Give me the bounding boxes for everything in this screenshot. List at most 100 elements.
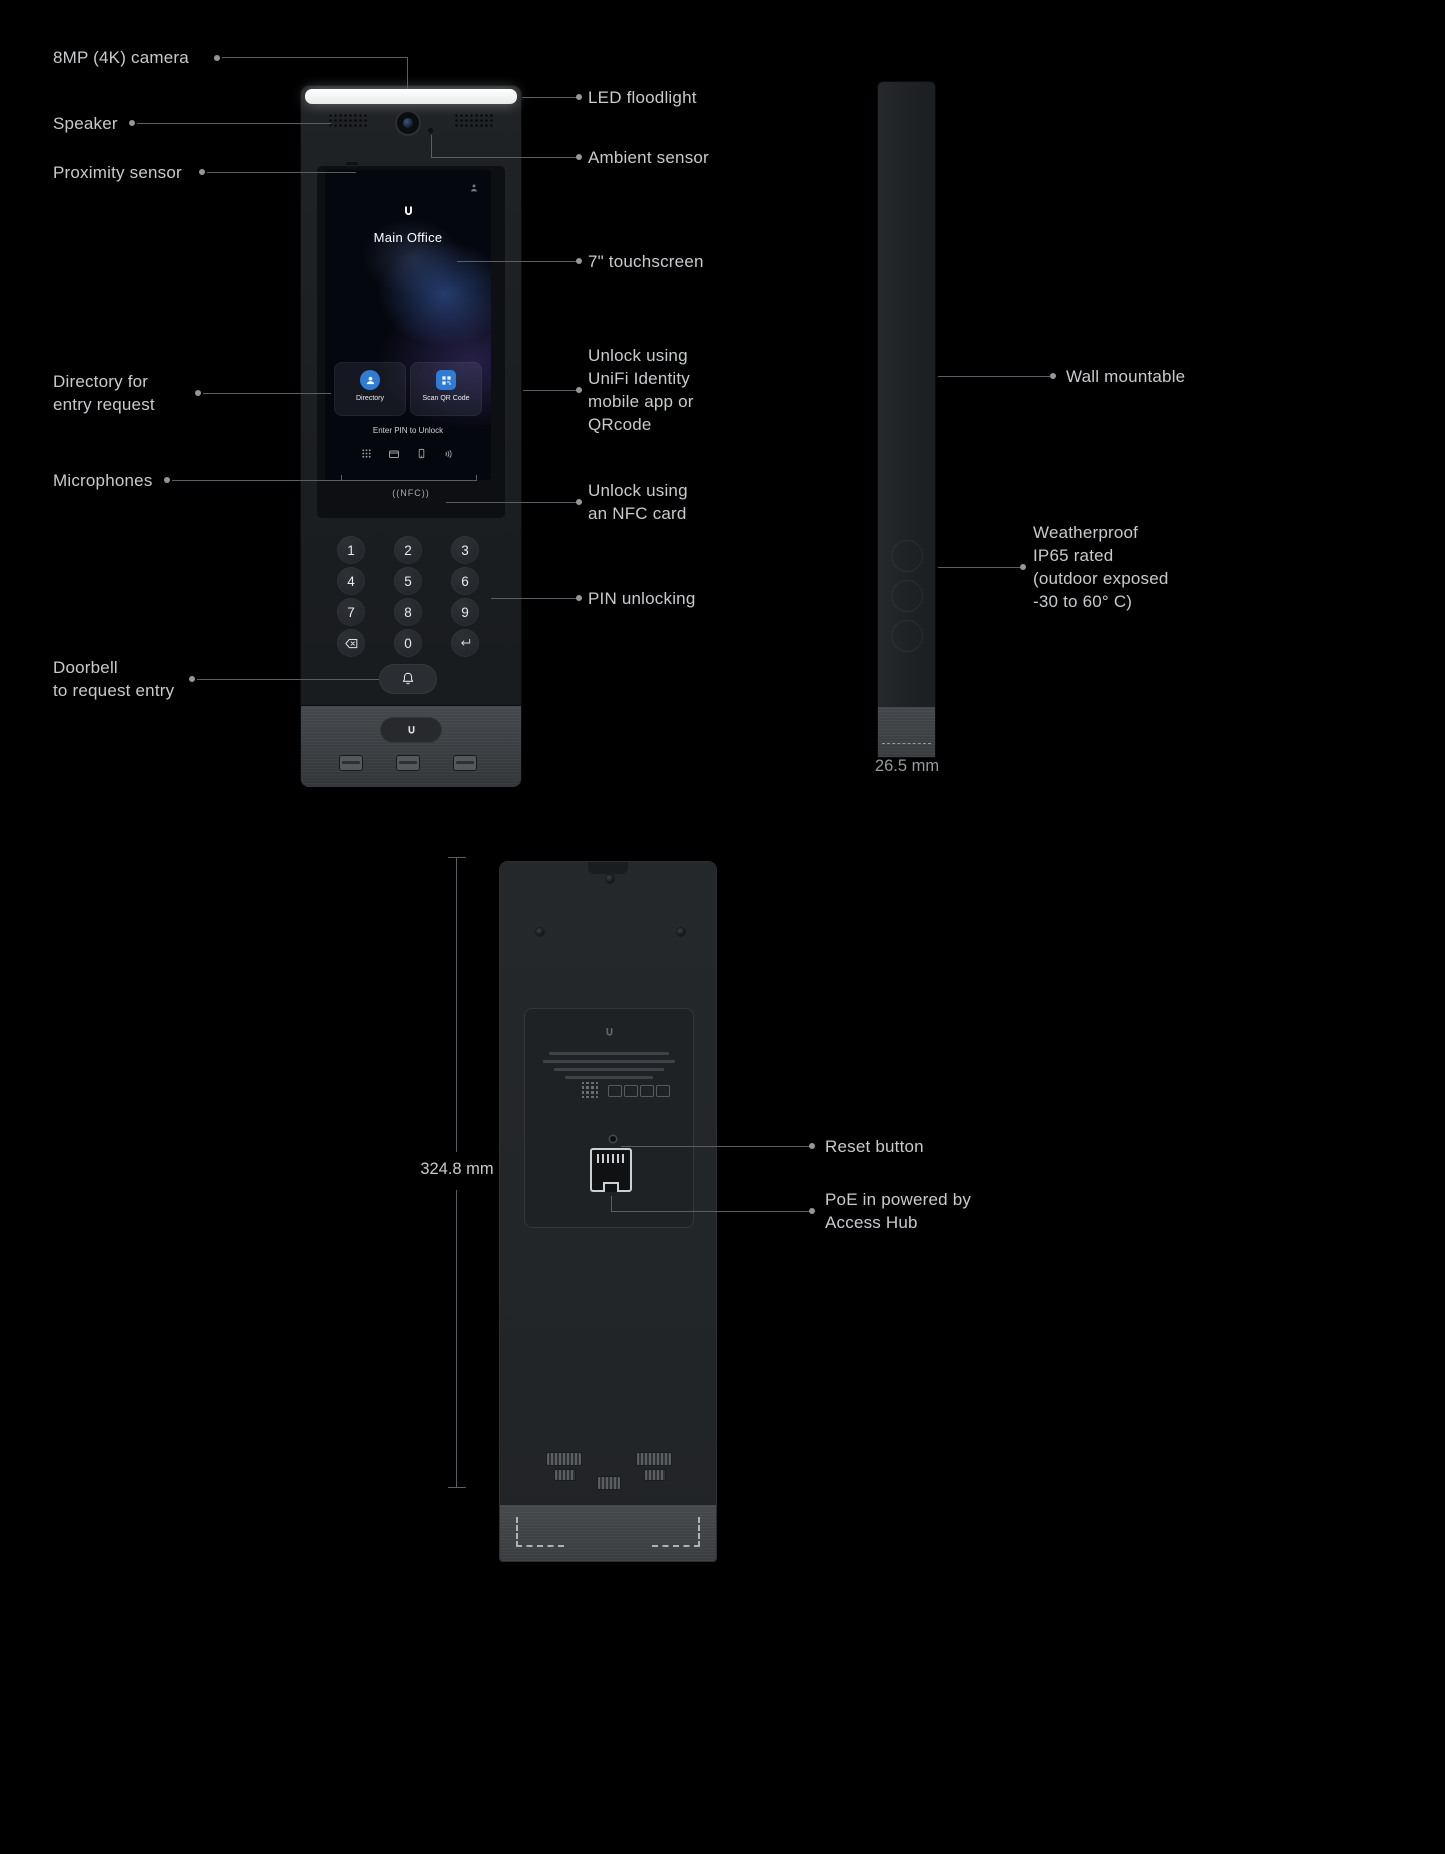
callout-label-proximity-sensor: Proximity sensor [53, 163, 182, 182]
poe-ethernet-port[interactable] [590, 1148, 632, 1192]
label-text-line [565, 1076, 653, 1079]
key-5[interactable]: 5 [394, 567, 422, 595]
qr-code [582, 1082, 598, 1098]
back-top-notch [588, 862, 628, 874]
bell-icon [402, 672, 414, 685]
dimension-line [456, 858, 457, 1152]
screw [677, 928, 685, 936]
intercom-front-view: Main Office Directory Scan QR Code [301, 86, 521, 787]
unifi-button[interactable] [380, 717, 442, 743]
key-6[interactable]: 6 [451, 567, 479, 595]
ethernet-latch-slot [603, 1182, 619, 1192]
callout-line [457, 261, 578, 262]
regulatory-mark [608, 1085, 622, 1097]
label-text-line [543, 1060, 675, 1063]
key-backspace[interactable] [337, 629, 365, 657]
callout-dot [576, 154, 582, 160]
pin-hint-text: Enter PIN to Unlock [372, 426, 444, 435]
camera-lens [397, 112, 419, 134]
callout-line [611, 1211, 811, 1212]
side-detail-ring [891, 620, 923, 652]
camera-aperture [403, 118, 413, 128]
side-detail-ring [891, 580, 923, 612]
key-1[interactable]: 1 [337, 536, 365, 564]
callout-dot [576, 595, 582, 601]
callout-label-weatherproof: Weatherproof IP65 rated (outdoor exposed… [1033, 523, 1169, 611]
occupancy-icon [471, 184, 477, 192]
location-name: Main Office [373, 230, 443, 245]
callout-label-led-floodlight: LED floodlight [588, 88, 697, 107]
doorbell-button[interactable] [379, 664, 437, 694]
callout-label-unlock-identity: Unlock using UniFi Identity mobile app o… [588, 346, 694, 434]
key-8[interactable]: 8 [394, 598, 422, 626]
backspace-icon [344, 638, 357, 648]
key-4[interactable]: 4 [337, 567, 365, 595]
mount-outline-left [516, 1517, 564, 1547]
callout-label-ambient-sensor: Ambient sensor [588, 148, 709, 167]
callout-line [938, 567, 1022, 568]
callout-line [222, 57, 408, 58]
touchscreen[interactable]: Main Office Directory Scan QR Code [325, 170, 491, 480]
regulatory-mark [624, 1085, 638, 1097]
key-7[interactable]: 7 [337, 598, 365, 626]
callout-line [431, 157, 578, 158]
callout-line [407, 57, 408, 89]
scan-qr-button[interactable]: Scan QR Code [410, 362, 482, 416]
callout-dot [1020, 564, 1026, 570]
mount-latch-right [453, 755, 477, 771]
unifi-u-logo-icon [524, 1026, 694, 1044]
front-mounting-base [301, 705, 521, 787]
callout-dot [576, 387, 582, 393]
callout-label-unlock-nfc: Unlock using an NFC card [588, 481, 688, 523]
mount-latch-center [396, 755, 420, 771]
reset-button[interactable] [610, 1136, 616, 1142]
directory-button-label: Directory [355, 395, 384, 402]
callout-dot [164, 477, 170, 483]
enter-icon [461, 639, 471, 646]
ambient-sensor [428, 128, 433, 133]
callout-line [431, 135, 432, 158]
key-2[interactable]: 2 [394, 536, 422, 564]
unifi-u-logo-icon [408, 725, 414, 734]
proximity-sensor [346, 162, 358, 165]
dimension-tick-bottom [448, 1487, 466, 1488]
regulatory-mark [656, 1085, 670, 1097]
label-text-line [549, 1052, 669, 1055]
callout-line [938, 376, 1052, 377]
callout-dot [195, 390, 201, 396]
mounting-clip [554, 1469, 576, 1481]
callout-label-doorbell: Doorbell to request entry [53, 658, 175, 700]
mounting-clip [597, 1476, 621, 1490]
screen-footer-icons [325, 448, 491, 460]
dimension-height-label: 324.8 mm [420, 1160, 494, 1178]
callout-line [611, 1196, 612, 1212]
callout-line [621, 1146, 811, 1147]
dialpad-icon[interactable] [361, 448, 372, 459]
callout-dot [809, 1143, 815, 1149]
card-icon[interactable] [388, 448, 400, 460]
callout-label-touchscreen: 7" touchscreen [588, 252, 704, 271]
led-floodlight-strip [305, 89, 517, 104]
callout-label-wall-mountable: Wall mountable [1066, 367, 1186, 386]
side-mounting-base [878, 707, 935, 757]
callout-dot [1050, 373, 1056, 379]
callout-line [207, 172, 356, 173]
back-mounting-base [500, 1505, 716, 1561]
mounting-clip [546, 1452, 582, 1466]
callout-line [522, 97, 578, 98]
callout-line [203, 393, 331, 394]
key-3[interactable]: 3 [451, 536, 479, 564]
key-9[interactable]: 9 [451, 598, 479, 626]
callout-label-speaker: Speaker [53, 114, 118, 133]
label-text-line [554, 1068, 664, 1071]
qr-code-icon [436, 370, 456, 390]
phone-icon[interactable] [416, 448, 427, 459]
callout-dot [214, 55, 220, 61]
callout-label-poe-in: PoE in powered by Access Hub [825, 1190, 972, 1232]
key-0[interactable]: 0 [394, 629, 422, 657]
key-enter[interactable] [451, 629, 479, 657]
nfc-waves-icon[interactable] [443, 448, 455, 460]
back-label-panel [524, 1008, 694, 1228]
dimension-depth-label: 26.5 mm [874, 757, 940, 775]
directory-button[interactable]: Directory [334, 362, 406, 416]
